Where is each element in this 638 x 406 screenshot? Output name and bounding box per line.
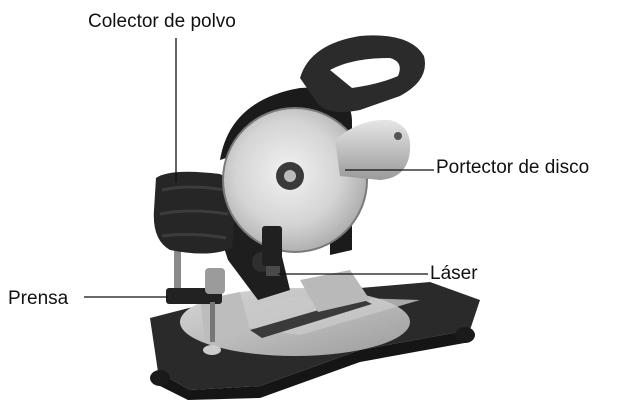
- saw-blade: [222, 107, 368, 253]
- dust-bag: [153, 171, 238, 254]
- saw-handle: [300, 35, 425, 112]
- dust-collector-label: Colector de polvo: [88, 11, 236, 32]
- blade-guard-label: Portector de disco: [436, 157, 590, 178]
- laser-unit: [262, 226, 282, 276]
- saw-turntable: [180, 270, 420, 356]
- laser-label: Láser: [430, 263, 478, 284]
- clamp-assembly: [166, 244, 225, 355]
- callout-leader-lines: [84, 38, 434, 298]
- saw-motor: [335, 119, 411, 180]
- clamp-label: Prensa: [8, 288, 69, 309]
